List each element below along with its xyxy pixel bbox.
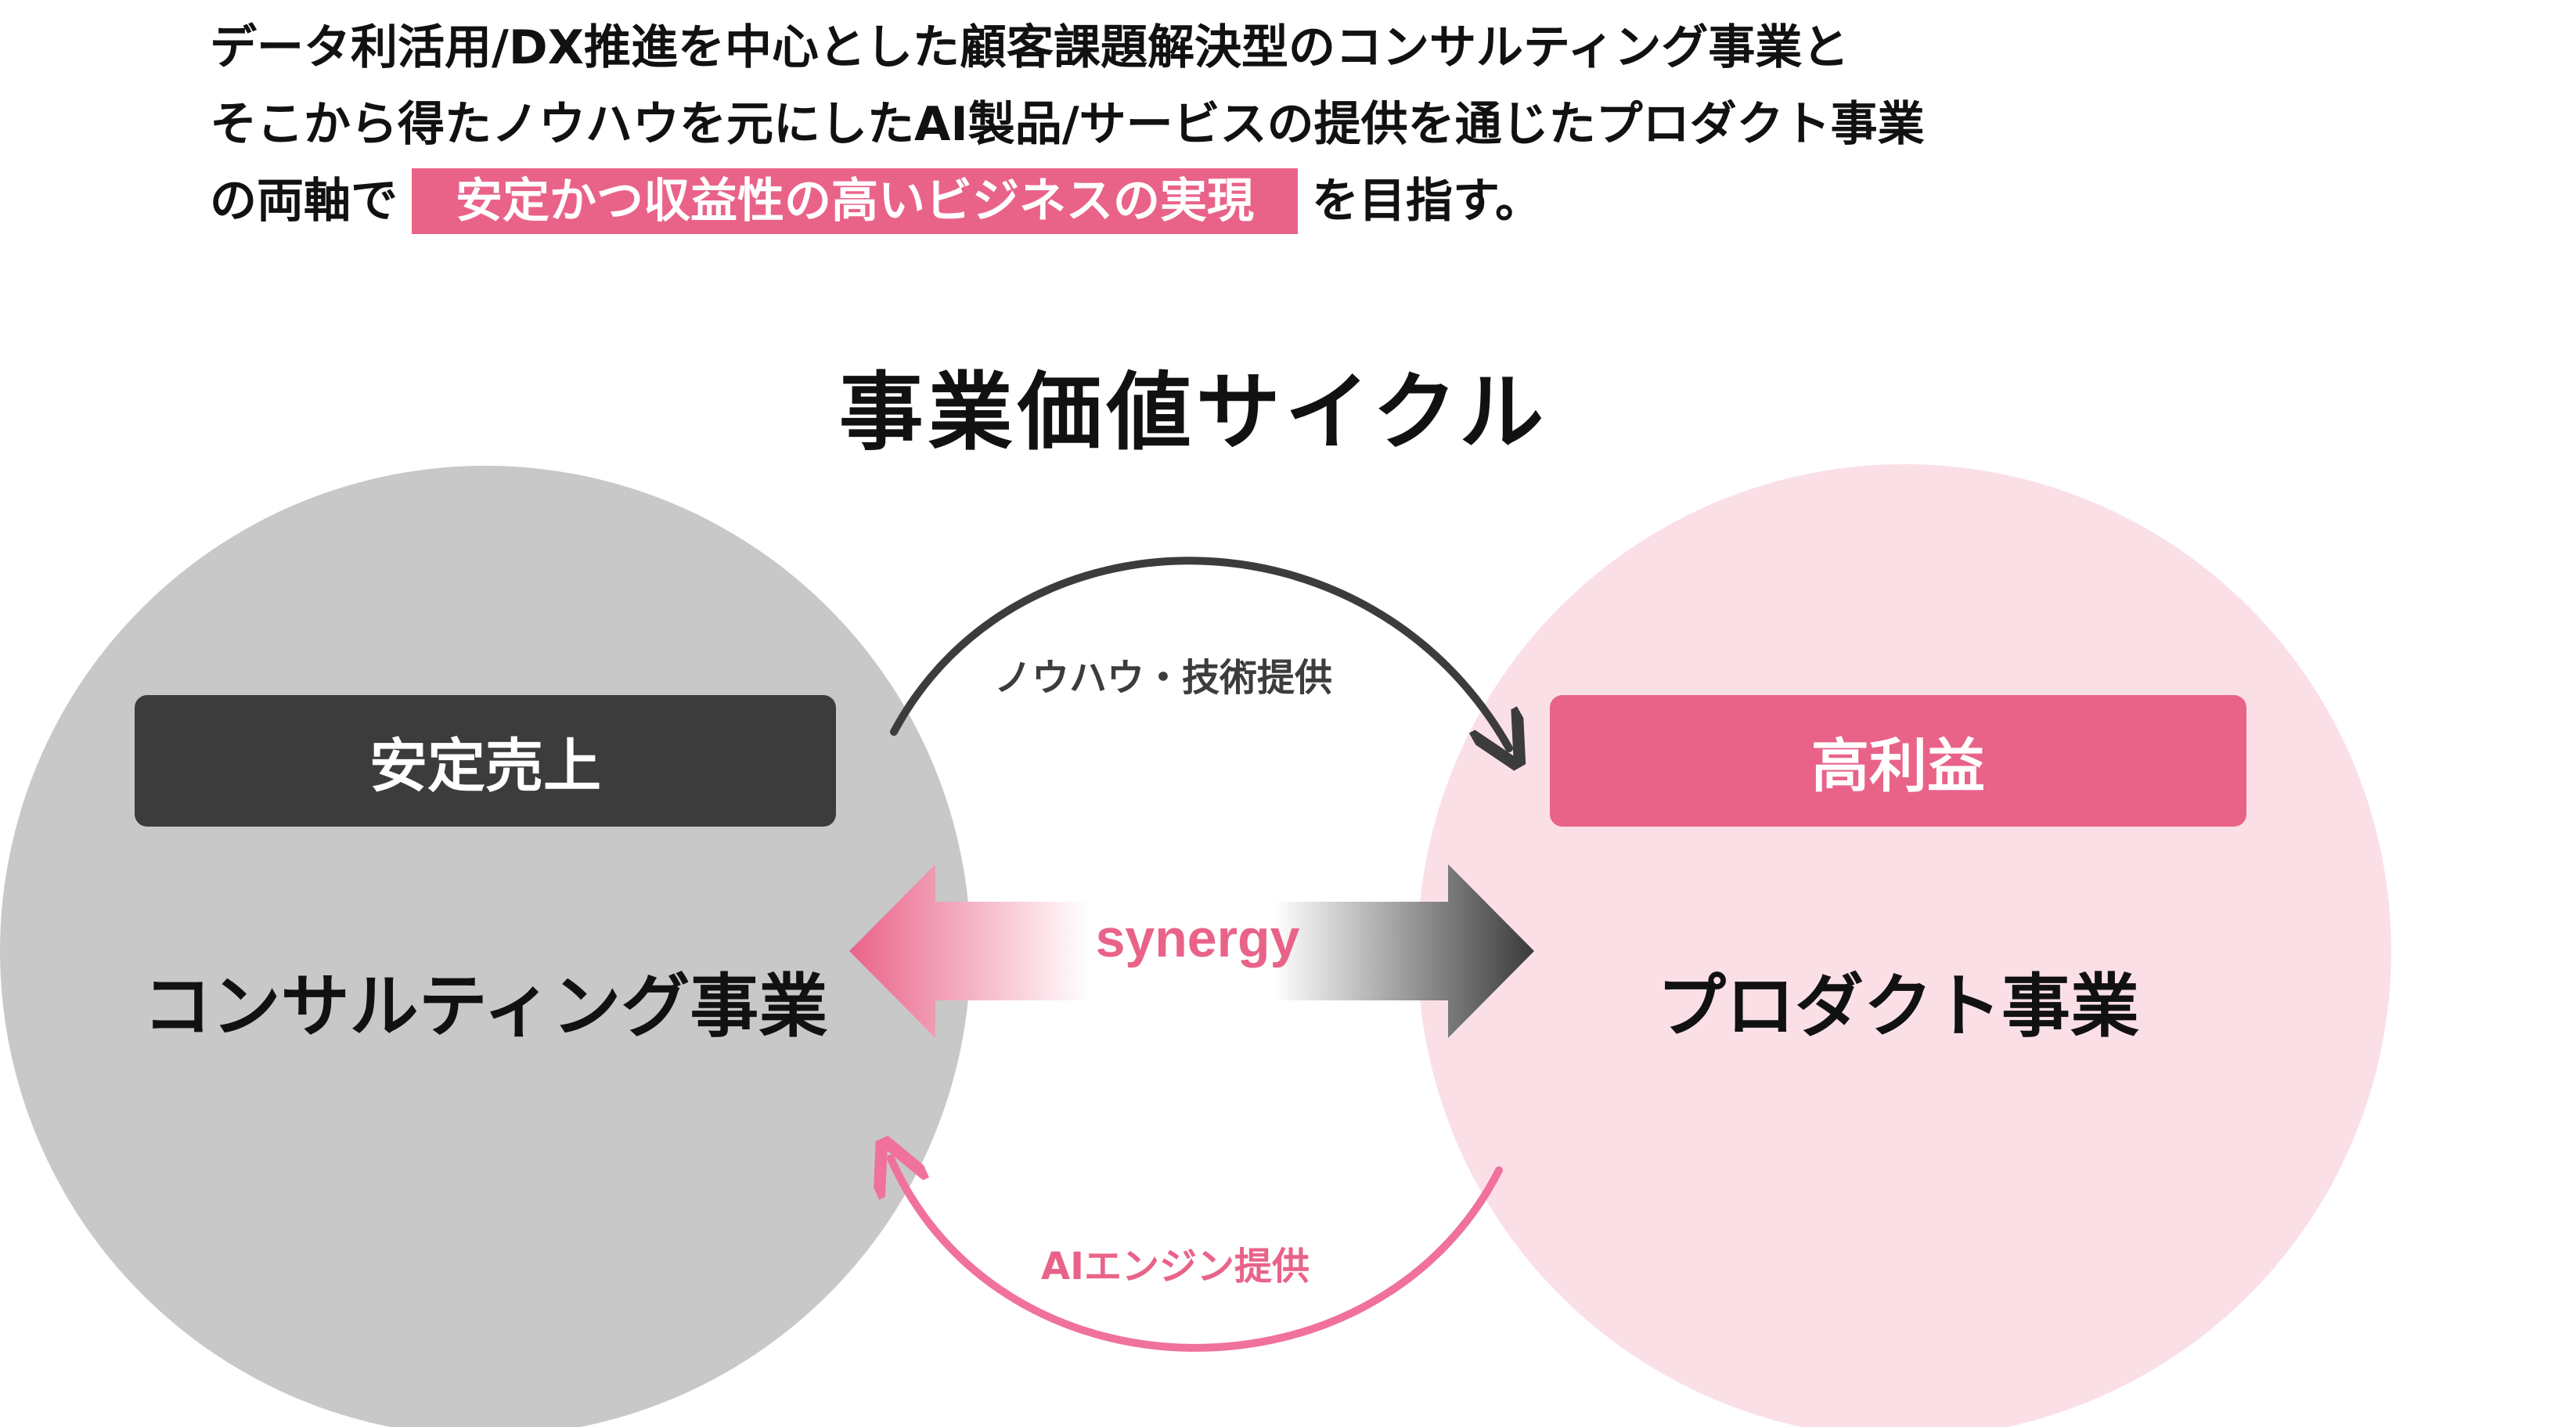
product-business-label: プロダクト事業 — [1656, 966, 2139, 1047]
product-circle — [1418, 464, 2391, 1427]
intro-line-1: データ利活用/DX推進を中心とした顧客課題解決型のコンサルティング事業と — [210, 20, 1850, 75]
knowhow-arrow — [890, 557, 1509, 748]
stable-revenue-badge: 安定売上 — [135, 695, 836, 827]
synergy-double-arrow — [849, 864, 1534, 1038]
intro-highlight: 安定かつ収益性の高いビジネスの実現 — [412, 168, 1298, 234]
synergy-label: synergy — [1095, 909, 1300, 968]
high-profit-badge: 高利益 — [1550, 695, 2246, 827]
intro-text: データ利活用/DX推進を中心とした顧客課題解決型のコンサルティング事業と そこか… — [210, 9, 2245, 240]
knowhow-label: ノウハウ・技術提供 — [994, 656, 1333, 700]
intro-line-3: の両軸で安定かつ収益性の高いビジネスの実現を目指す。 — [210, 163, 2245, 240]
ai-engine-label: AIエンジン提供 — [1041, 1245, 1310, 1288]
cycle-title: 事業価値サイクル — [838, 364, 1549, 462]
intro-line-3-before: の両軸で — [210, 174, 398, 229]
ai-engine-arrow — [891, 1159, 1503, 1352]
intro-line-3-after: を目指す。 — [1312, 174, 1542, 229]
consulting-business-label: コンサルティング事業 — [142, 966, 828, 1047]
consulting-circle — [0, 466, 971, 1427]
intro-line-2: そこから得たノウハウを元にしたAI製品/サービスの提供を通じたプロダクト事業 — [210, 97, 1925, 152]
